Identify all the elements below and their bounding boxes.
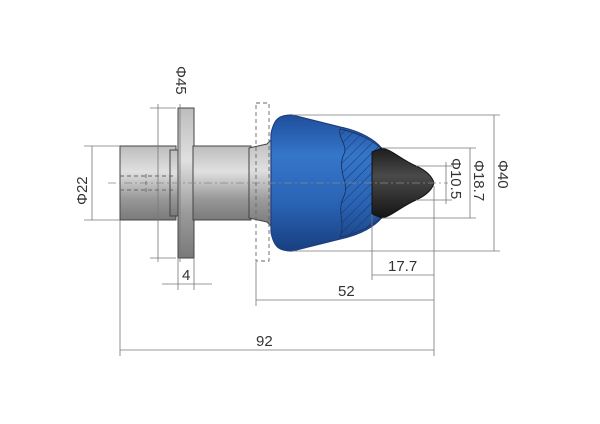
dim-head-length: 52 — [255, 262, 435, 306]
dim-tip-length: 17.7 — [371, 186, 435, 280]
tip-diameter-label: Φ10.5 — [447, 158, 464, 199]
dim-tip-base-diameter: Φ18.7 — [382, 147, 487, 219]
dim-flange-thickness: 4 — [162, 258, 212, 290]
tip-length-label: 17.7 — [388, 258, 417, 275]
overall-length-label: 92 — [256, 333, 273, 350]
dim-overall-length: 92 — [119, 220, 435, 356]
section-plane — [255, 102, 270, 262]
dim-shank-diameter: Φ22 — [74, 145, 120, 221]
dim-flange-diameter: Φ45 — [150, 66, 189, 262]
flange-diameter-label: Φ45 — [172, 66, 189, 95]
dim-tip-diameter: Φ10.5 — [416, 158, 464, 204]
head-diameter-label: Φ40 — [494, 160, 511, 189]
flange-thickness-label: 4 — [182, 267, 190, 284]
dim-head-diameter: Φ40 — [292, 114, 511, 252]
shank-diameter-label: Φ22 — [74, 176, 91, 205]
tip-base-diameter-label: Φ18.7 — [470, 160, 487, 201]
head-length-label: 52 — [338, 283, 355, 300]
